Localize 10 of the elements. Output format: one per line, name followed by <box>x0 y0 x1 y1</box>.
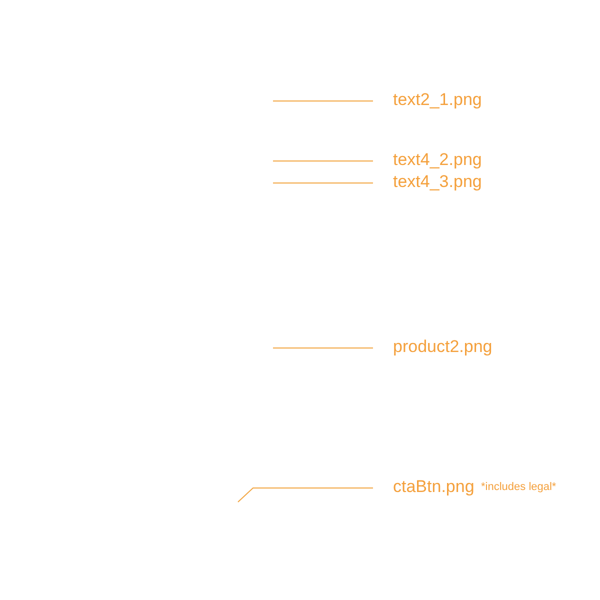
leader-line <box>272 182 374 184</box>
file-name-label: text4_3.png <box>393 172 482 192</box>
file-name-label: text2_1.png <box>393 90 482 110</box>
file-name-label: product2.png <box>393 337 492 357</box>
file-name-label: text4_2.png <box>393 150 482 170</box>
leader-line <box>272 160 374 162</box>
file-name-label: ctaBtn.png <box>393 477 474 497</box>
leader-line <box>238 488 374 502</box>
leader-line <box>272 100 374 102</box>
note-text: *includes legal* <box>481 481 556 494</box>
